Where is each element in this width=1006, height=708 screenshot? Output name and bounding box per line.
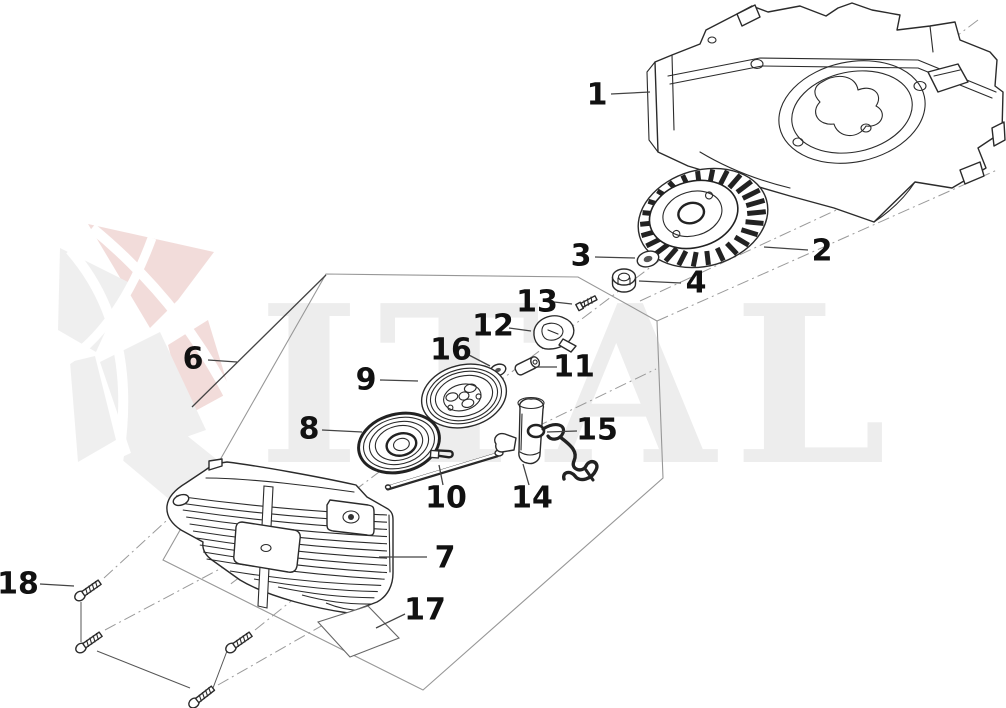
part-12-pawl [533,315,577,353]
part-7-starter-cover [166,458,394,614]
callout-14: 14 [511,481,553,516]
logo-swoosh [66,246,129,463]
part-9-starter-pulley [420,363,508,429]
flywheel-fin [735,179,753,195]
leader-line-2 [763,246,809,251]
logo-swoosh [88,224,237,405]
part-18-screws [74,579,253,708]
watermark-text: ITAL [258,258,905,514]
leader-line-10 [438,464,444,486]
flywheel-fin [745,219,764,226]
flywheel-fin [746,209,767,217]
part-17-sticker [317,605,400,658]
handle-axis-line [535,368,657,428]
flywheel-fin [714,246,726,262]
cover-louver [229,570,382,586]
flywheel-fin [717,169,730,186]
flywheel-fin [727,173,743,190]
callout-13: 13 [516,285,558,320]
callout-15: 15 [576,413,618,448]
callout-3: 3 [571,239,592,274]
leader-line-6 [191,274,327,408]
logo-gray-shape [58,248,128,352]
flywheel-fin [676,250,689,267]
callout-2: 2 [812,234,833,269]
leader-line-9 [379,379,419,382]
callout-6: 6 [183,342,204,377]
part-1-crankcase [646,2,1006,223]
callout-10: 10 [425,481,467,516]
brand-logo-watermark [58,224,237,500]
callout-8: 8 [299,412,320,447]
flywheel-fin [741,187,761,201]
leader-line-8 [321,429,363,433]
flywheel-fin [733,234,750,248]
part-6-assembly-box [162,273,664,691]
callout-12: 12 [472,309,514,344]
part-8-rewind-spring [357,411,454,475]
screw [75,631,103,654]
callout-16: 16 [430,333,472,368]
part-10-starter-rod [384,449,504,491]
screw [225,631,253,654]
part-4-nut [611,268,637,293]
flywheel-fin [690,251,699,267]
flywheel-fin [663,246,679,263]
cover-louver [301,594,372,605]
leader-line-1 [610,91,651,95]
part-11-bushing [514,356,541,376]
flywheel-fin [725,241,739,256]
leader-line-12 [508,327,532,332]
part-13-screw [575,295,598,312]
flywheel-fin [745,197,766,208]
cover-louver [277,586,375,599]
callout-17: 17 [404,593,446,628]
callout-9: 9 [356,363,377,398]
logo-gray-shape [70,356,116,462]
callout-18: 18 [0,567,39,602]
box-to-crankcase-line [656,169,998,322]
leader-line-4 [638,280,682,284]
flywheel-fin [704,250,711,266]
screw-guide-line [103,476,215,579]
leader-line-3 [594,256,636,259]
part-3-washer [636,250,660,268]
callout-1: 1 [587,78,608,113]
leader-line-16 [466,353,491,367]
logo-swoosh [59,236,157,368]
leader-line-18 [39,583,75,587]
leader-line-6 [207,359,238,363]
leader-line-17 [375,613,406,629]
leader-line-13 [553,301,573,305]
callout-7: 7 [435,541,456,576]
leader-line-15 [546,430,578,433]
leader-line-14 [522,463,530,486]
screw [74,579,102,602]
part-15-starter-rope [526,423,599,482]
cover-louver [206,558,385,580]
cover-center-plate [233,521,301,573]
screw [188,685,216,708]
callout-11: 11 [553,350,595,385]
flywheel-fin [740,227,759,238]
part-2-flywheel [637,167,769,269]
callout-4: 4 [686,266,707,301]
